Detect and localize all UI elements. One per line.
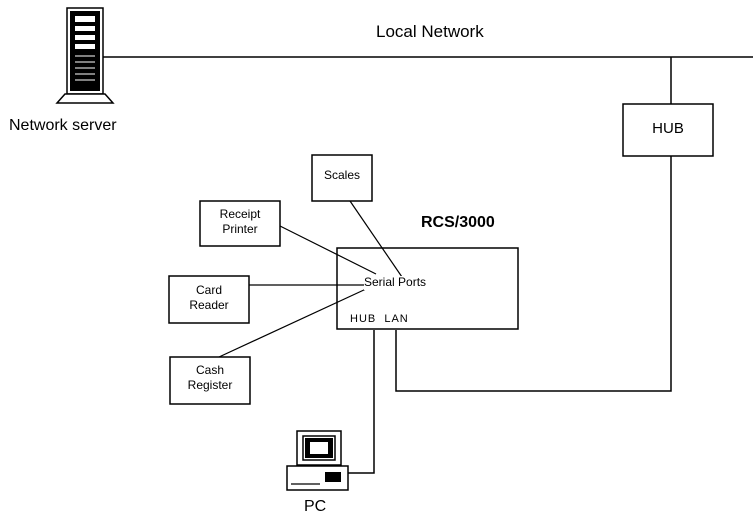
- network-server-label: Network server: [9, 117, 117, 134]
- scales-connector: [349, 200, 403, 278]
- scales-label: Scales: [323, 168, 361, 182]
- receipt-printer-box: [199, 200, 281, 247]
- cash-register-connector: [218, 288, 367, 358]
- card-reader-label-line-1: Card: [195, 283, 222, 297]
- hub-label: HUB: [652, 120, 684, 137]
- card-reader-label-line-2: Reader: [189, 298, 229, 312]
- hub-box: [622, 103, 714, 157]
- network-server-icon: [55, 7, 115, 104]
- pc-icon: [286, 430, 349, 491]
- pc-label: PC: [304, 498, 327, 515]
- hub-to-rcs-line: [395, 156, 672, 392]
- receipt-printer-label-line-2: Printer: [222, 222, 258, 236]
- cash-register-box: [169, 356, 251, 405]
- receipt-printer-label: Receipt Printer: [200, 207, 280, 237]
- rcs3000-title: RCS/3000: [421, 214, 495, 231]
- card-reader-label: Card Reader: [169, 283, 249, 313]
- cash-register-label-line-1: Cash: [195, 363, 224, 377]
- receipt-printer-label-line-1: Receipt: [219, 207, 261, 221]
- pc-connector: [347, 330, 375, 474]
- serial-ports-label: Serial Ports: [364, 275, 427, 290]
- local-network-label: Local Network: [376, 22, 484, 41]
- cash-register-label: Cash Register: [170, 363, 250, 393]
- cash-register-label-line-2: Register: [187, 378, 233, 392]
- card-reader-box: [168, 275, 250, 324]
- receipt-printer-connector: [279, 225, 377, 275]
- rcs-ports-label: HUB LAN: [350, 313, 409, 325]
- scales-box: [311, 154, 373, 202]
